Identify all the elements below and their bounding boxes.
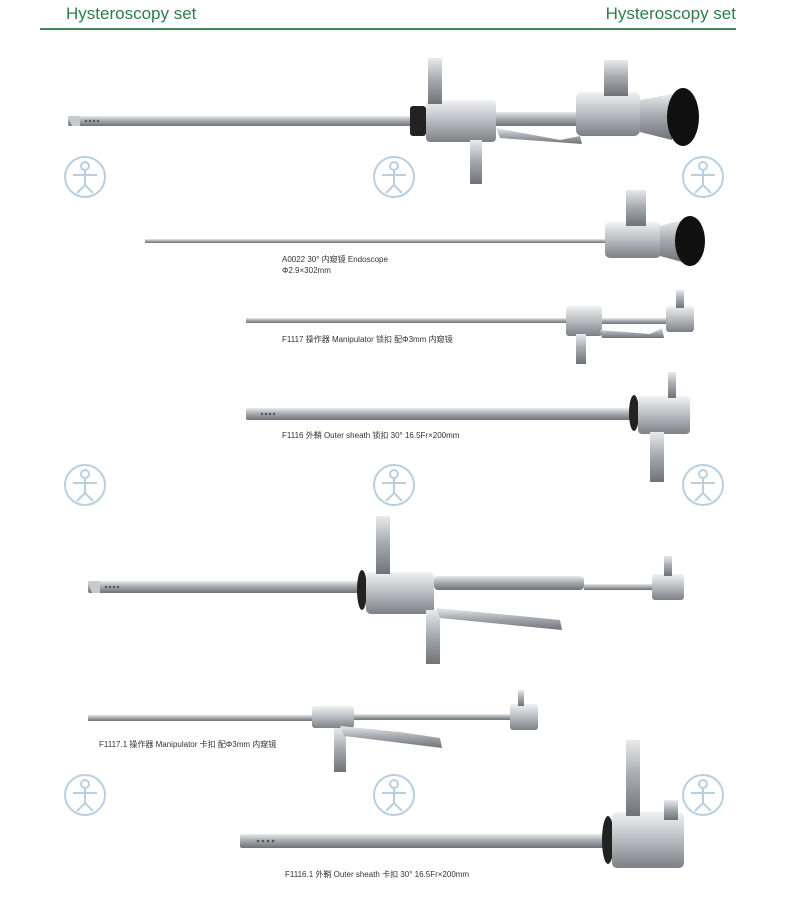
vitruvian-watermark-icon [64,464,106,506]
vitruvian-watermark-icon [373,774,415,816]
header-title-left: Hysteroscopy set [66,4,197,23]
vitruvian-watermark-icon [682,774,724,816]
caption-f1117: F1117 操作器 Manipulator 锁扣 配Φ3mm 内窥镜 [282,335,453,344]
vitruvian-watermark-icon [64,156,106,198]
caption-a0022-line2: Φ2.9×302mm [282,266,331,275]
caption-f1116-1: F1116.1 外鞘 Outer sheath 卡扣 30° 16.5Fr×20… [285,870,470,879]
vitruvian-watermark-icon [373,464,415,506]
vitruvian-watermark-icon [64,774,106,816]
vitruvian-watermark-icon [373,156,415,198]
caption-f1117-1: F1117.1 操作器 Manipulator 卡扣 配Φ3mm 内窥镜 [99,740,277,749]
caption-f1116: F1116 外鞘 Outer sheath 锁扣 30° 16.5Fr×200m… [282,431,460,440]
caption-a0022: A0022 30° 内窥镜 Endoscope Φ2.9×302mm [282,254,388,276]
endoscope-image [145,190,705,266]
outer-sheath-f1116-image [246,372,690,482]
outer-sheath-f1116-1-image [240,740,684,868]
manipulator-f1117-1-image [88,690,538,772]
caption-a0022-line1: A0022 30° 内窥镜 Endoscope [282,255,388,264]
manipulator-f1117-image [246,290,694,364]
header-title-right: Hysteroscopy set [605,4,736,23]
assembled-hysteroscope-image [68,58,699,184]
vitruvian-watermark-icon [682,464,724,506]
header-divider [40,28,736,30]
assembled-sheath-manipulator-image [88,516,684,664]
vitruvian-watermark-icon [682,156,724,198]
